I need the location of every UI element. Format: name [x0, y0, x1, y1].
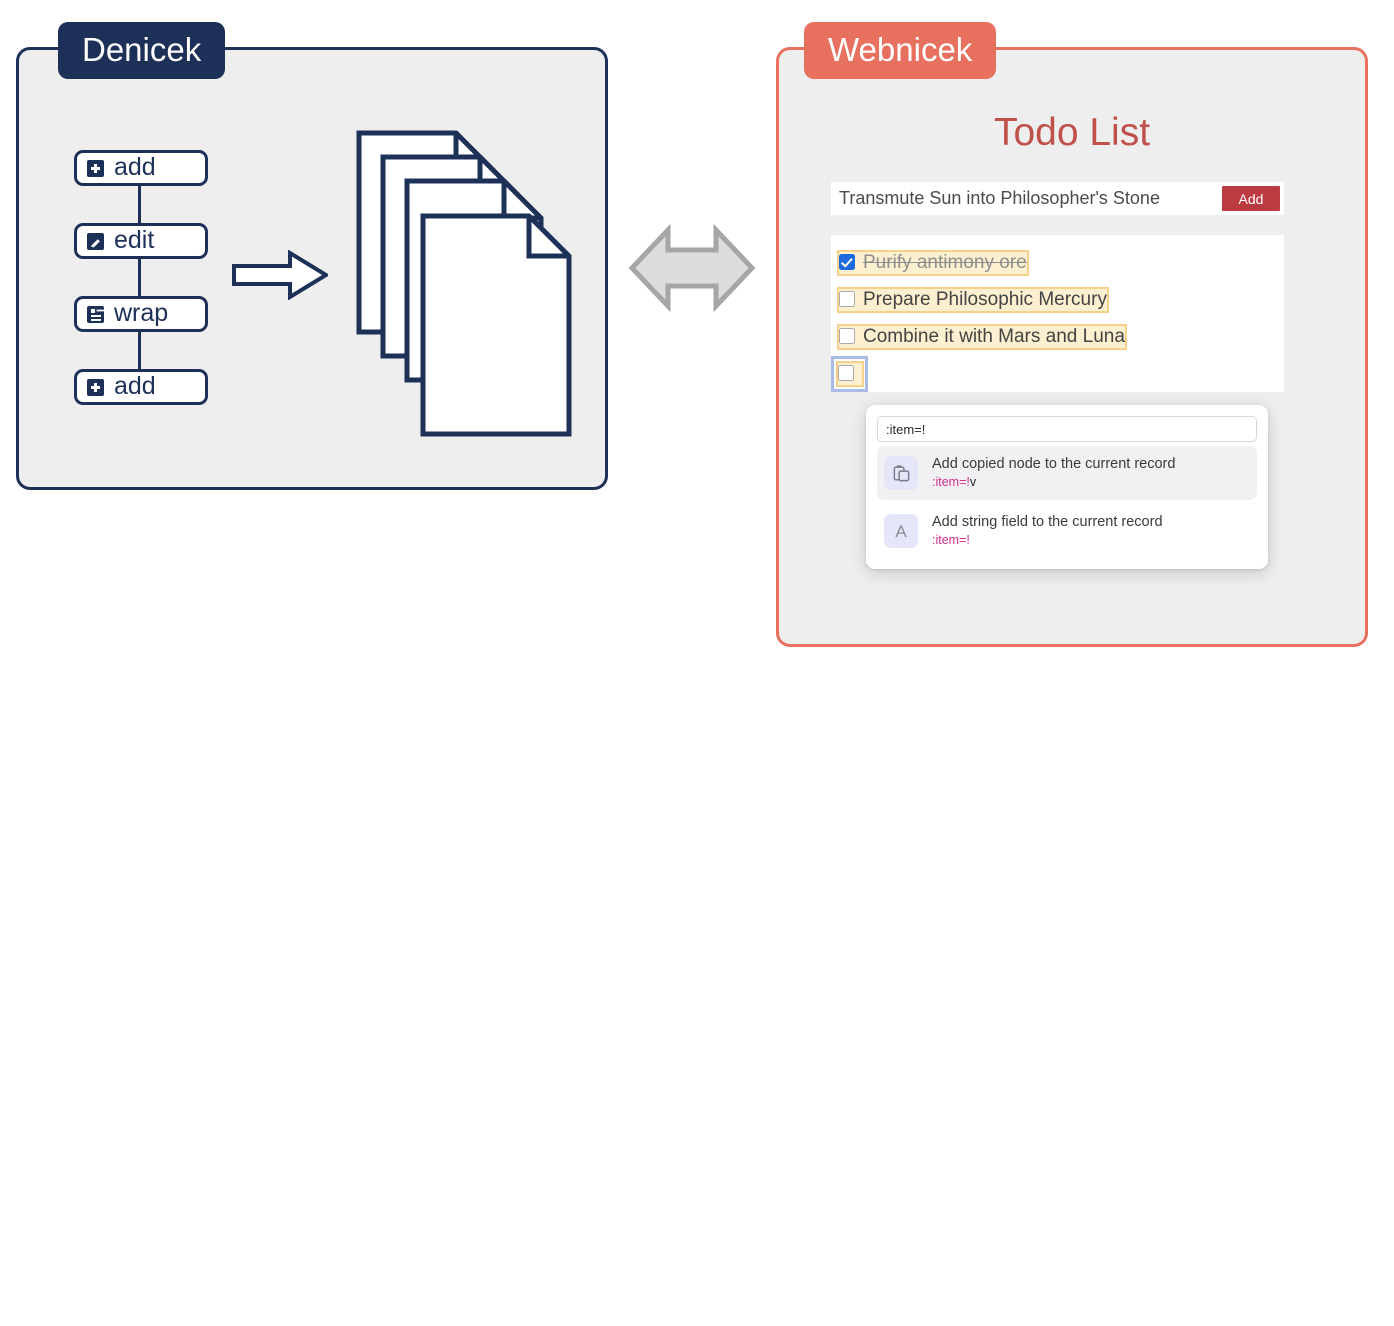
palette-option-add-copied-node[interactable]: Add copied node to the current record :i…: [877, 446, 1257, 500]
node-connector: [138, 259, 141, 296]
palette-option-title: Add string field to the current record: [932, 514, 1163, 530]
palette-option-text: Add string field to the current record :…: [932, 513, 1163, 549]
page-title: Todo List: [993, 111, 1151, 154]
document-page: [420, 213, 572, 437]
bidirectional-arrow-icon: [628, 222, 756, 314]
palette-option-code-main: :item=!: [932, 533, 970, 548]
node-connector: [138, 332, 141, 369]
pencil-square-icon: [87, 232, 104, 250]
webnicek-tab-label: Webnicek: [804, 22, 997, 79]
palette-option-add-string-field[interactable]: A Add string field to the current record…: [877, 504, 1257, 558]
palette-option-code-main: :item=!: [932, 475, 970, 490]
node-connector: [138, 186, 141, 223]
command-palette-input[interactable]: [877, 416, 1257, 442]
letter-a-glyph: A: [895, 521, 907, 541]
todo-item[interactable]: Combine it with Mars and Luna: [831, 318, 1284, 355]
right-arrow-icon: [232, 249, 330, 301]
node-add-2[interactable]: add: [74, 369, 208, 405]
letter-a-icon: A: [884, 514, 918, 548]
add-todo-row: Add: [831, 182, 1284, 215]
todo-highlight: Purify antimony ore: [837, 249, 1029, 276]
command-palette: Add copied node to the current record :i…: [866, 405, 1268, 569]
node-add-1[interactable]: add: [74, 150, 208, 186]
list-square-icon: [87, 305, 104, 323]
todo-item[interactable]: Prepare Philosophic Mercury: [831, 281, 1284, 318]
todo-checkbox[interactable]: [839, 254, 855, 270]
todo-highlight: Prepare Philosophic Mercury: [837, 286, 1109, 313]
todo-label: Combine it with Mars and Luna: [863, 325, 1125, 347]
todo-highlight: [836, 360, 864, 387]
todo-item-new[interactable]: [831, 355, 1284, 392]
todo-label: Prepare Philosophic Mercury: [863, 288, 1107, 310]
clipboard-paste-icon: [884, 456, 918, 490]
denicek-tab-label: Denicek: [58, 22, 226, 79]
edit-node-chain: add edit wrap add: [74, 150, 208, 405]
palette-option-code: :item=!: [932, 532, 1163, 549]
node-edit[interactable]: edit: [74, 223, 208, 259]
plus-square-icon: [87, 378, 104, 396]
selection-outline: [831, 356, 868, 392]
todo-label: Purify antimony ore: [863, 251, 1027, 273]
todo-checkbox[interactable]: [839, 291, 855, 307]
add-todo-button[interactable]: Add: [1222, 186, 1280, 211]
todo-checkbox[interactable]: [838, 365, 854, 381]
todo-input[interactable]: [831, 182, 1222, 215]
todo-list: Purify antimony ore Prepare Philosophic …: [831, 235, 1284, 392]
node-wrap[interactable]: wrap: [74, 296, 208, 332]
palette-option-text: Add copied node to the current record :i…: [932, 455, 1175, 491]
palette-option-code-tail: v: [969, 475, 977, 490]
plus-square-icon: [87, 159, 104, 177]
todo-highlight: Combine it with Mars and Luna: [837, 323, 1127, 350]
document-stack-icon: [356, 130, 572, 445]
node-label: add: [114, 371, 156, 400]
node-label: edit: [114, 225, 155, 254]
palette-option-title: Add copied node to the current record: [932, 456, 1176, 472]
node-label: wrap: [114, 298, 169, 327]
palette-option-code: :item=!v: [932, 474, 1175, 491]
todo-item[interactable]: Purify antimony ore: [831, 244, 1284, 281]
node-label: add: [114, 152, 156, 181]
todo-checkbox[interactable]: [839, 328, 855, 344]
